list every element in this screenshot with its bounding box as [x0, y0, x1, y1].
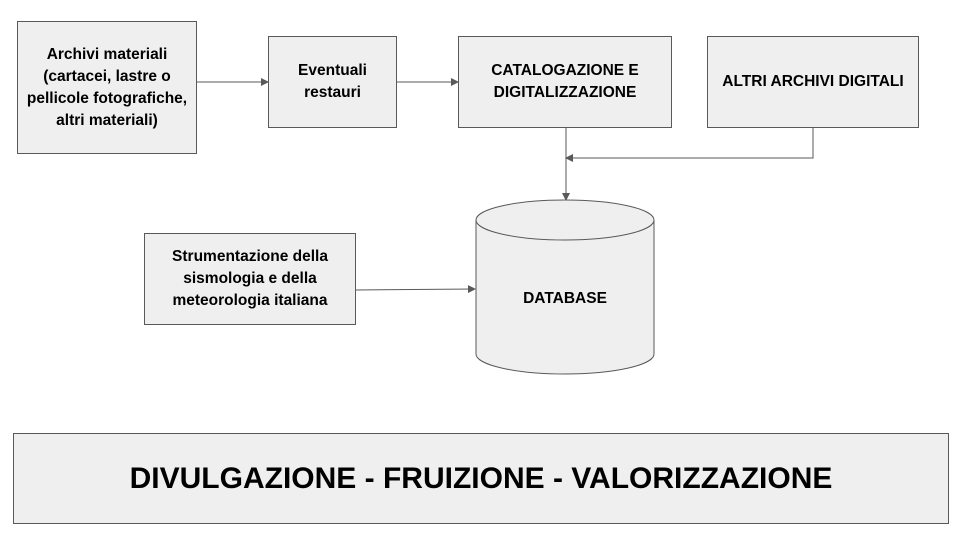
node-database-label: DATABASE: [523, 290, 607, 307]
node-altri-archivi-label: ALTRI ARCHIVI DIGITALI: [722, 73, 904, 90]
node-catalogazione-label: CATALOGAZIONE E DIGITALIZZAZIONE: [491, 62, 639, 101]
banner-divulgazione: DIVULGAZIONE - FRUIZIONE - VALORIZZAZION…: [13, 433, 949, 524]
node-archivi-materiali-label: Archivi materiali (cartacei, lastre o pe…: [26, 45, 188, 129]
arrow-altri-archivi-to-junction: [565, 127, 814, 162]
database-cylinder: [475, 199, 655, 375]
node-archivi-materiali: Archivi materiali (cartacei, lastre o pe…: [17, 21, 197, 154]
node-altri-archivi: ALTRI ARCHIVI DIGITALI: [707, 36, 919, 128]
database-cylinder-top: [475, 199, 655, 241]
arrow-strumentazione-to-database: [354, 285, 476, 294]
node-strumentazione-label: Strumentazione della sismologia e della …: [172, 248, 328, 309]
node-eventuali-restauri-label: Eventuali restauri: [298, 62, 367, 101]
node-eventuali-restauri: Eventuali restauri: [268, 36, 397, 128]
node-strumentazione: Strumentazione della sismologia e della …: [144, 233, 356, 325]
node-catalogazione: CATALOGAZIONE E DIGITALIZZAZIONE: [458, 36, 672, 128]
database-cylinder-body: [475, 220, 655, 375]
banner-divulgazione-text: DIVULGAZIONE - FRUIZIONE - VALORIZZAZION…: [129, 461, 833, 495]
